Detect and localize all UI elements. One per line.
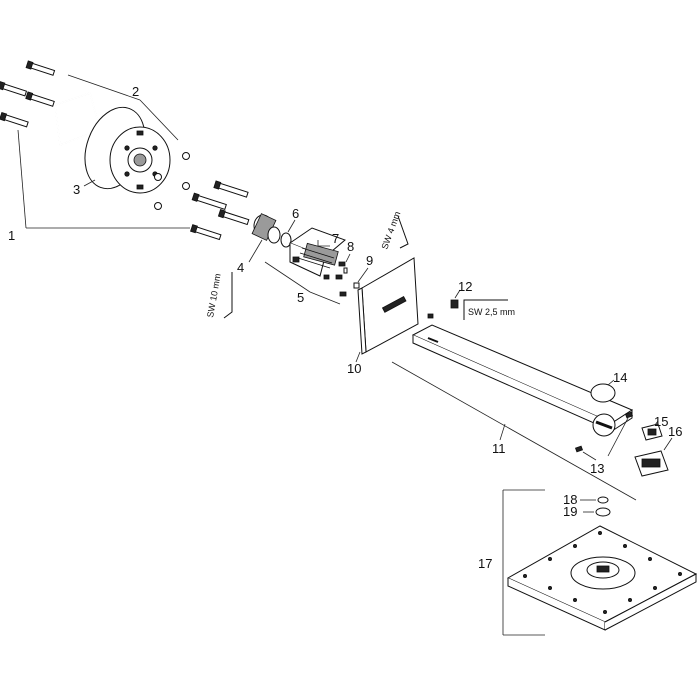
set-screw-9: 9 <box>353 253 373 289</box>
label-sw25: SW 2,5 mm <box>468 307 515 317</box>
label-17: 17 <box>478 556 492 571</box>
label-9: 9 <box>366 253 373 268</box>
housing-5: 5 <box>264 227 346 305</box>
label-8: 8 <box>347 239 354 254</box>
part-7: 7 <box>317 231 339 247</box>
label-10: 10 <box>347 361 361 376</box>
screw-set-1: 1 <box>0 60 250 243</box>
label-15: 15 <box>654 414 668 429</box>
label-13: 13 <box>590 461 604 476</box>
label-2: 2 <box>132 84 139 99</box>
screw-12: 12 <box>427 279 472 319</box>
washers <box>154 152 190 210</box>
label-6: 6 <box>292 206 299 221</box>
clip-15: 15 <box>641 414 668 441</box>
label-3: 3 <box>73 182 80 197</box>
screws-13: 13 <box>574 411 634 476</box>
hex-key-sw25: SW 2,5 mm <box>463 299 515 320</box>
label-18: 18 <box>563 492 577 507</box>
label-7: 7 <box>332 231 339 246</box>
o-ring-19: 19 <box>563 504 611 519</box>
o-ring-18: 18 <box>563 492 609 507</box>
o-ring-6: 6 <box>280 206 299 248</box>
cover-plate-10: 10 <box>347 257 419 376</box>
hex-key-sw4: SW 4 mm <box>379 210 409 251</box>
label-5: 5 <box>297 290 304 305</box>
adapter-16: 16 <box>634 424 682 477</box>
threaded-nipple-4: 4 <box>237 213 281 275</box>
shower-head-17: 17 <box>478 489 698 636</box>
label-12: 12 <box>458 279 472 294</box>
label-1: 1 <box>8 228 15 243</box>
label-4: 4 <box>237 260 244 275</box>
label-19: 19 <box>563 504 577 519</box>
cap-14: 14 <box>590 370 627 403</box>
hex-key-sw10: SW 10 mm <box>205 272 233 319</box>
gasket-2: 2 <box>54 74 179 147</box>
label-11: 11 <box>492 441 506 456</box>
screws-8: 8 <box>335 239 354 297</box>
label-16: 16 <box>668 424 682 439</box>
shower-arm-11: 11 <box>391 324 637 501</box>
mounting-plate <box>109 126 171 194</box>
label-sw10: SW 10 mm <box>205 273 223 319</box>
label-14: 14 <box>613 370 627 385</box>
